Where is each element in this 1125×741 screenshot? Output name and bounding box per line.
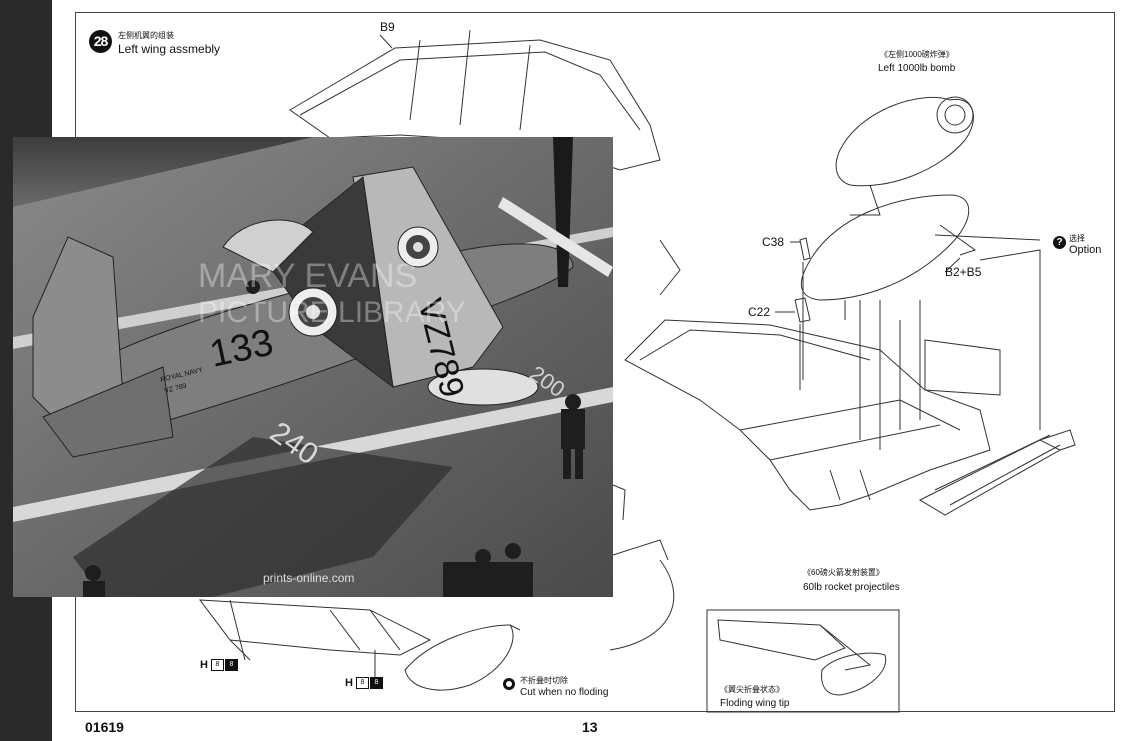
cockpit-canopy [222,219,314,273]
photo-watermark: MARY EVANS [198,257,417,295]
rocket-rail-part [918,439,1062,516]
paint-ref-h-2: H 8 8 [345,677,383,689]
part-label-c38: C38 [762,235,785,249]
paint-ref-cell: 8 [369,677,383,689]
cut-marker-icon [503,678,515,690]
part-label-b2-b5: B2+B5 [945,265,982,279]
photo-watermark: PICTURE LIBRARY [198,296,466,329]
kit-code: 01619 [85,719,124,735]
photo-illustration: 133 ROYAL NAVY VZ 789 VZ789 240 200 MARY… [13,137,613,597]
option-question-icon: ? [1053,236,1066,249]
upper-wing-part [289,39,661,171]
wingtip-inset-box [706,609,900,713]
paint-ref-letter: H [345,677,353,689]
paint-ref-cell: 8 [210,659,224,671]
cut-caption-en: Cut when no floding [520,687,609,698]
cut-caption-cn: 不折叠时切除 [520,676,568,685]
step-title-en: Left wing assmebly [118,42,221,56]
page-number: 13 [582,719,598,735]
aircraft-shadow [73,437,453,597]
step-number-badge: 28 [89,30,112,53]
wingtip-caption-cn: 《翼尖折叠状态》 [720,685,784,694]
paint-ref-cell: 8 [355,677,369,689]
deck-crew [83,280,585,597]
step-title-cn: 左侧机翼的组装 [118,31,174,40]
paint-ref-h-1: H 8 8 [200,659,238,671]
aircraft-carrier-photo: 133 ROYAL NAVY VZ 789 VZ789 240 200 MARY… [13,137,613,597]
rockets-caption-cn: 《60磅火箭发射装置》 [803,568,884,577]
bomb-caption-en: Left 1000lb bomb [878,63,956,74]
part-label-c22: C22 [748,305,771,319]
rockets-caption-en: 60lb rocket projectiles [803,582,900,593]
drop-tank-part [800,194,970,301]
wing-tip-cut-part [404,624,514,691]
paint-ref-cell: 8 [224,659,238,671]
wingtip-caption-en: Floding wing tip [720,698,790,709]
option-label-cn: 选择 [1069,234,1085,243]
part-label-b9: B9 [380,20,395,34]
lower-wing-part [624,319,991,511]
paint-ref-letter: H [200,659,208,671]
propeller-blade [498,197,613,277]
option-label-en: Option [1069,244,1102,256]
bomb-part [835,96,974,187]
photo-credit: prints-online.com [263,571,354,585]
photo-drop-tank [427,368,539,406]
bomb-caption-cn: 《左侧1000磅炸弹》 [880,50,954,59]
